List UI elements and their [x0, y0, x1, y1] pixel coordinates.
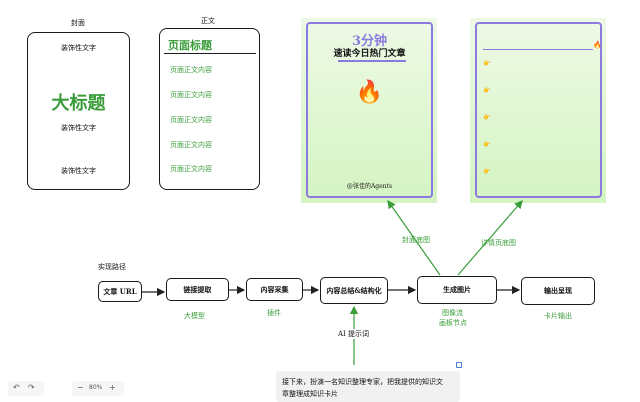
- note-card-output: 卡片输出: [544, 312, 572, 320]
- note-ai-prompt: AI 提示词: [336, 329, 372, 339]
- external-link-icon[interactable]: [456, 362, 462, 368]
- path-section-label: 实现路径: [98, 263, 126, 271]
- preview-headline: 3分钟: [351, 34, 388, 49]
- cover-decor-top: 装饰性文字: [61, 44, 96, 52]
- detail-bullet-icon: 👉: [483, 168, 491, 175]
- cover-wireframe-card[interactable]: 装饰性文字 大标题 装饰性文字 装饰性文字: [27, 32, 130, 190]
- detail-preview-background: [470, 18, 606, 203]
- body-content-line: 页面正文内容: [170, 66, 212, 74]
- fire-icon: 🔥: [355, 80, 384, 105]
- detail-preview-card[interactable]: 🔥 👉 👉 👉 👉 👉: [475, 22, 602, 198]
- body-content-line: 页面正文内容: [170, 91, 212, 99]
- note-llm: 大模型: [184, 312, 205, 320]
- note-plugin: 插件: [267, 309, 281, 317]
- body-wireframe-card[interactable]: 页面标题 页面正文内容页面正文内容页面正文内容页面正文内容页面正文内容: [159, 28, 260, 190]
- preview-underline: [338, 60, 406, 62]
- note-image-flow: 图像流: [442, 309, 463, 317]
- arrow-to-detail-preview: [457, 200, 523, 276]
- node-summarize-structure[interactable]: 内容总结&结构化: [320, 277, 388, 304]
- body-content-line: 页面正文内容: [170, 141, 212, 149]
- detail-bullet-icon: 👉: [483, 87, 491, 94]
- node-output-present[interactable]: 输出呈现: [521, 277, 595, 305]
- cover-decor-bottom: 装饰性文字: [61, 167, 96, 175]
- undo-icon[interactable]: ↶: [13, 383, 20, 392]
- history-toolbar: [8, 381, 44, 396]
- detail-bullet-icon: 👉: [483, 114, 491, 121]
- node-generate-image[interactable]: 生成图片: [417, 276, 497, 304]
- redo-icon[interactable]: ↷: [28, 383, 35, 392]
- zoom-toolbar: [72, 381, 124, 396]
- label-detail-bg: 详情页底图: [481, 239, 516, 247]
- node-article-url[interactable]: 文章 URL: [98, 281, 142, 302]
- title-divider: [164, 53, 256, 54]
- prompt-line-1: 接下来，扮演一名知识整理专家，把我提供的知识文: [282, 378, 443, 386]
- cover-preview-background: [301, 18, 437, 203]
- note-canvas-node: 画板节点: [439, 319, 467, 327]
- detail-divider: [483, 49, 593, 50]
- body-page-title: 页面标题: [168, 39, 212, 52]
- zoom-out-button[interactable]: −: [77, 383, 84, 392]
- prompt-line-2: 章整理成知识卡片: [282, 390, 338, 398]
- preview-subtitle: 速读今日热门文章: [333, 49, 406, 59]
- label-cover-bg: 封面底图: [402, 236, 430, 244]
- body-section-label: 正文: [201, 17, 215, 25]
- node-link-extract[interactable]: 链接提取: [166, 278, 229, 301]
- arrow-to-cover-preview: [387, 200, 441, 276]
- cover-big-title: 大标题: [51, 93, 106, 114]
- body-content-line: 页面正文内容: [170, 116, 212, 124]
- cover-decor-middle: 装饰性文字: [61, 124, 96, 132]
- detail-fire-icon: 🔥: [593, 41, 602, 49]
- preview-footer: @张佳的Agents: [346, 183, 393, 190]
- cover-preview-card[interactable]: 3分钟 速读今日热门文章 🔥 @张佳的Agents: [306, 22, 433, 198]
- detail-bullet-icon: 👉: [483, 141, 491, 148]
- node-content-collect[interactable]: 内容采集: [246, 278, 303, 301]
- prompt-text-panel[interactable]: 接下来，扮演一名知识整理专家，把我提供的知识文 章整理成知识卡片: [276, 371, 460, 402]
- zoom-in-button[interactable]: +: [109, 383, 116, 392]
- zoom-level: 80%: [89, 384, 103, 391]
- cover-section-label: 封面: [71, 19, 85, 27]
- body-content-line: 页面正文内容: [170, 165, 212, 173]
- detail-bullet-icon: 👉: [483, 60, 491, 67]
